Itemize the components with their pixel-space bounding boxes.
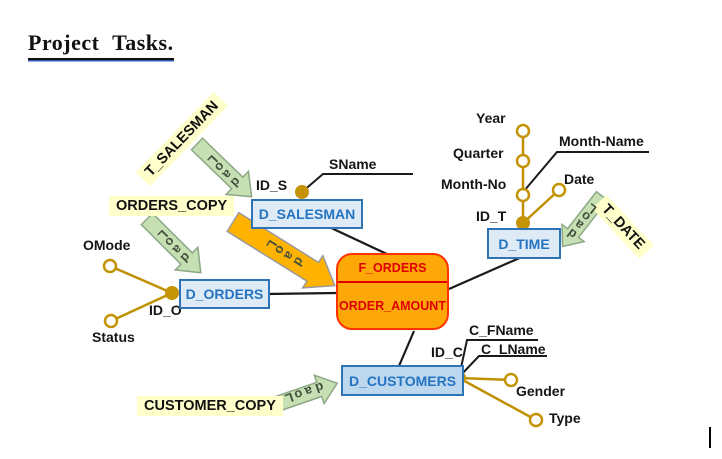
attr-label-c-lname: C_LName (481, 341, 546, 357)
page-title: Project Tasks. (28, 30, 174, 60)
attr-label-quarter: Quarter (453, 145, 504, 161)
c-lname-callout-line (458, 355, 547, 378)
type-line (458, 376, 537, 422)
attr-label-month-name: Month-Name (559, 133, 644, 149)
attr-label-date: Date (564, 171, 595, 187)
attr-label-omode: OMode (83, 237, 131, 253)
status-circle (103, 313, 119, 329)
attr-label-gender: Gender (516, 383, 566, 399)
year-circle (515, 123, 531, 139)
key-label-id-c: ID_C (431, 344, 463, 360)
omode-circle (102, 258, 118, 274)
gender-line (458, 376, 512, 382)
month-no-circle (515, 187, 531, 203)
attribute-circles (102, 123, 567, 428)
gold-attribute-lines (109, 131, 560, 422)
link-orders-fact (265, 291, 338, 296)
gender-circle (503, 372, 519, 388)
status-line (110, 291, 173, 323)
load-arrow-t-salesman (190, 137, 253, 198)
fact-dimension-links (265, 225, 525, 367)
source-label-customer-copy: CUSTOMER_COPY (137, 396, 283, 416)
quarter-circle (515, 153, 531, 169)
sname-callout-line (301, 173, 413, 193)
entity-d-customers: D_CUSTOMERS (341, 365, 464, 396)
entity-f-orders: F_ORDERS ORDER_AMOUNT (336, 253, 449, 330)
fact-table-name: F_ORDERS (338, 255, 447, 283)
load-arrow-fact (226, 211, 336, 289)
key-label-id-o: ID_O (149, 302, 182, 318)
date-circle (551, 182, 567, 198)
source-label-orders-copy: ORDERS_COPY (109, 196, 235, 216)
id-s-dot (295, 185, 309, 199)
month-name-callout-line (523, 151, 649, 192)
load-arrow-orders-copy (140, 212, 202, 274)
attr-label-status: Status (92, 329, 135, 345)
key-label-id-t: ID_T (476, 208, 507, 224)
id-o-dot (165, 286, 179, 300)
entity-d-salesman: D_SALESMAN (251, 199, 363, 229)
link-customers-fact (397, 330, 416, 367)
type-circle (528, 412, 544, 428)
attr-label-c-fname: C_FName (469, 322, 534, 338)
attr-label-year: Year (476, 110, 506, 126)
attr-label-month-no: Month-No (441, 176, 507, 192)
attr-label-sname: SName (329, 156, 377, 172)
c-fname-callout-line (458, 339, 538, 378)
omode-line (109, 264, 173, 295)
id-t-dot (516, 216, 530, 230)
fact-measure: ORDER_AMOUNT (339, 298, 446, 313)
link-salesman-fact (326, 225, 390, 256)
link-time-fact (448, 254, 525, 291)
key-label-id-s: ID_S (256, 177, 288, 193)
entity-d-orders: D_ORDERS (179, 279, 270, 309)
date-line (522, 189, 560, 224)
attr-label-type: Type (549, 410, 581, 426)
attribute-callout-lines (301, 151, 649, 378)
load-arrows (140, 137, 609, 415)
entity-d-time: D_TIME (487, 228, 561, 259)
